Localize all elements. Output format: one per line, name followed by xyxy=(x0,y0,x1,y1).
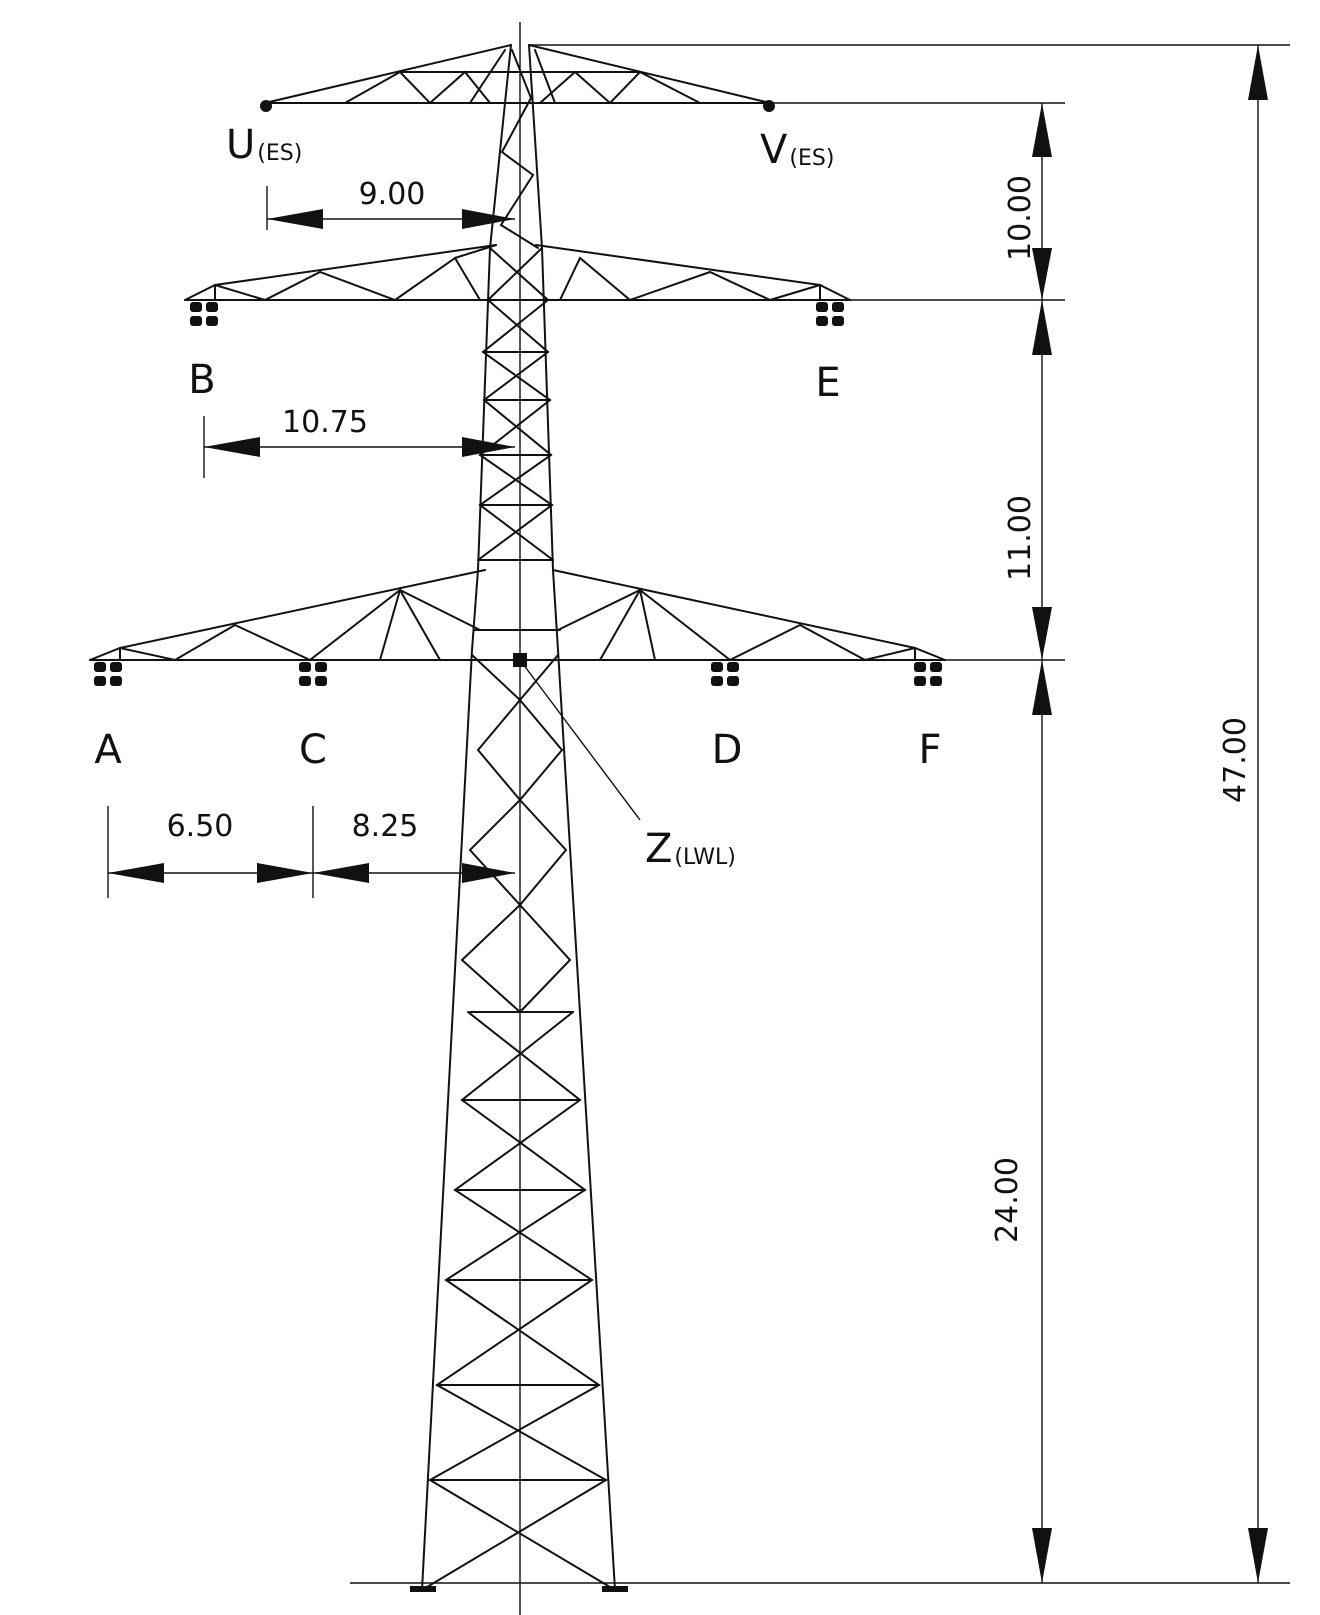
phase-e-label: E xyxy=(815,360,840,406)
phase-c-label: C xyxy=(299,727,327,773)
dim-total-height-label: 47.00 xyxy=(1218,717,1253,803)
dim-upper-arm: 10.75 xyxy=(203,405,515,478)
insulator-d xyxy=(711,662,739,686)
insulators xyxy=(94,302,942,686)
dim-outer-span-label: 6.50 xyxy=(167,809,234,844)
dim-upper-to-lower-label: 11.00 xyxy=(1003,495,1038,581)
earth-wire-arm xyxy=(260,44,775,112)
dim-total-height: 47.00 xyxy=(1218,45,1268,1583)
earth-wire-right-node xyxy=(763,100,775,112)
dim-inner-span-label: 8.25 xyxy=(352,809,419,844)
dim-lower-arm: 6.50 8.25 xyxy=(107,806,515,898)
upper-cross-arm xyxy=(184,244,851,302)
dim-top-to-upper-label: 10.00 xyxy=(1003,175,1038,261)
earth-wire-left-label: U(ES) xyxy=(226,122,302,168)
phase-b-label: B xyxy=(188,357,215,403)
labels: U(ES) V(ES) B E A C D F Z(LWL) xyxy=(94,122,941,872)
dim-vertical-chain: 10.00 11.00 24.00 xyxy=(990,103,1052,1583)
fibre-optic-leader xyxy=(519,659,641,821)
fibre-optic-label: Z(LWL) xyxy=(645,826,736,872)
dim-upper-arm-label: 10.75 xyxy=(282,405,368,440)
earth-wire-left-node xyxy=(260,100,272,112)
lower-cross-arm xyxy=(89,569,946,821)
insulator-a xyxy=(94,662,122,686)
insulator-e xyxy=(816,302,844,326)
earth-wire-right-label: V(ES) xyxy=(760,127,834,173)
insulator-f xyxy=(914,662,942,686)
insulator-b xyxy=(190,302,218,326)
tower-body xyxy=(410,22,628,1615)
dim-earth-arm: 9.00 xyxy=(266,177,515,230)
phase-d-label: D xyxy=(712,727,743,773)
phase-a-label: A xyxy=(94,727,122,773)
insulator-c xyxy=(299,662,327,686)
dim-lower-to-ground-label: 24.00 xyxy=(990,1157,1025,1243)
phase-f-label: F xyxy=(918,727,941,773)
dim-earth-arm-label: 9.00 xyxy=(359,177,426,212)
reference-lines xyxy=(350,44,1290,1584)
